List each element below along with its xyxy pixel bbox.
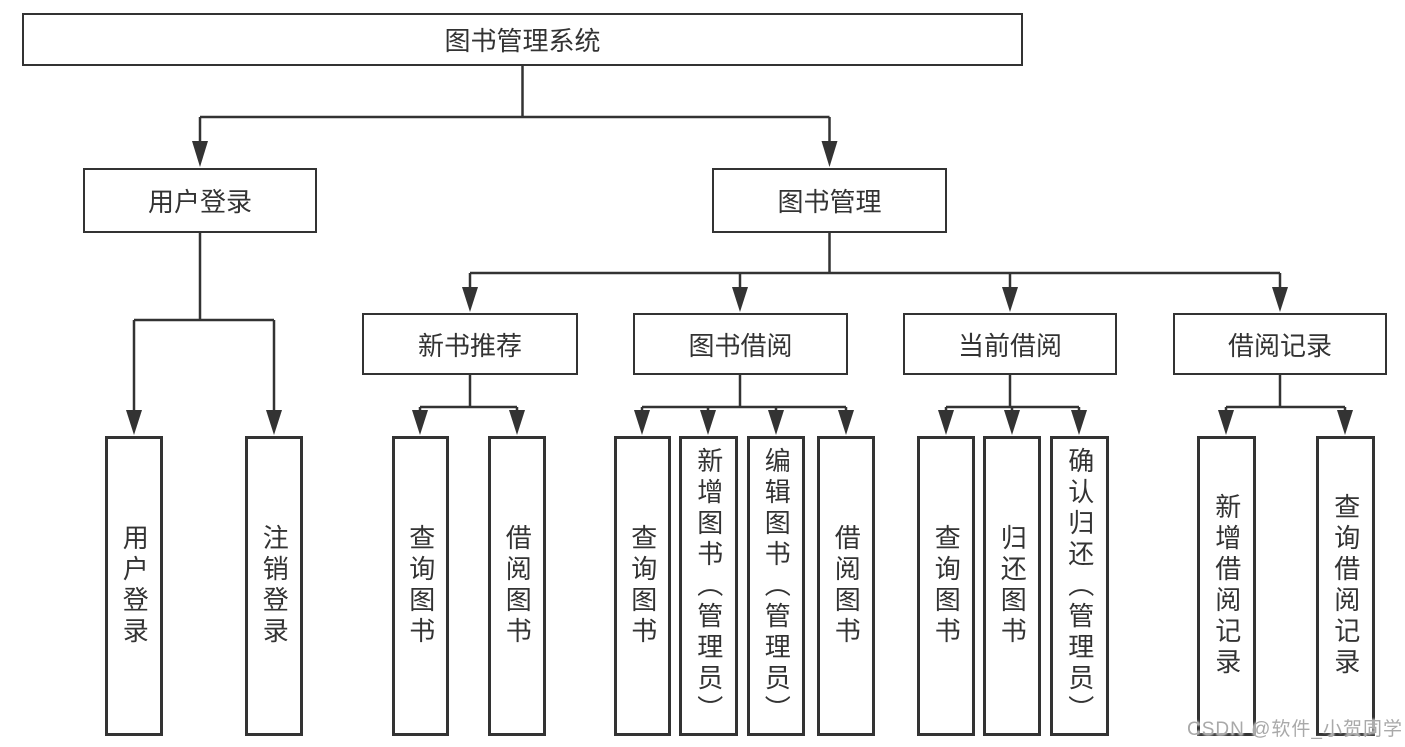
node-book-borrow: 图书借阅 xyxy=(633,313,848,375)
leaf-user-login: 用户登录 xyxy=(105,436,163,736)
leaf-label: 归还图书 xyxy=(997,524,1028,648)
leaf-label: 用户登录 xyxy=(119,524,150,648)
leaf-return-books: 归还图书 xyxy=(983,436,1041,736)
leaf-label: 查询图书 xyxy=(627,524,658,648)
leaf-add-borrow-record: 新增借阅记录 xyxy=(1197,436,1256,736)
csdn-watermark: CSDN @软件_小贺同学 xyxy=(1187,719,1403,740)
leaf-label: 编辑图书（管理员） xyxy=(761,446,792,726)
node-label: 新书推荐 xyxy=(417,330,522,361)
leaf-query-borrow-record: 查询借阅记录 xyxy=(1316,436,1375,736)
leaf-label: 借阅图书 xyxy=(831,524,862,648)
leaf-logout: 注销登录 xyxy=(245,436,303,736)
leaf-label: 借阅图书 xyxy=(502,524,533,648)
node-user-login-branch: 用户登录 xyxy=(83,168,317,233)
node-label: 借阅记录 xyxy=(1227,330,1332,361)
node-label: 图书管理 xyxy=(777,187,882,217)
node-current-borrow: 当前借阅 xyxy=(903,313,1117,375)
leaf-label: 查询图书 xyxy=(405,524,436,648)
leaf-query-books-recommend: 查询图书 xyxy=(392,436,449,736)
node-label: 用户登录 xyxy=(147,187,252,217)
leaf-query-books-borrow: 查询图书 xyxy=(614,436,671,736)
node-borrow-records: 借阅记录 xyxy=(1173,313,1387,375)
leaf-query-books-current: 查询图书 xyxy=(917,436,975,736)
node-label: 图书借阅 xyxy=(688,330,793,361)
node-label: 当前借阅 xyxy=(957,330,1062,361)
leaf-label: 确认归还（管理员） xyxy=(1064,446,1095,726)
node-root-system: 图书管理系统 xyxy=(22,13,1023,66)
leaf-label: 查询图书 xyxy=(931,524,962,648)
leaf-label: 注销登录 xyxy=(259,524,290,648)
arrowheads xyxy=(126,141,1353,435)
leaf-label: 新增借阅记录 xyxy=(1211,493,1242,679)
leaf-edit-books-admin: 编辑图书（管理员） xyxy=(747,436,805,736)
leaf-borrow-books: 借阅图书 xyxy=(817,436,875,736)
leaf-label: 查询借阅记录 xyxy=(1330,493,1361,679)
leaf-add-books-admin: 新增图书（管理员） xyxy=(679,436,738,736)
leaf-confirm-return-admin: 确认归还（管理员） xyxy=(1050,436,1109,736)
leaf-borrow-books-recommend: 借阅图书 xyxy=(488,436,546,736)
node-new-book-recommend: 新书推荐 xyxy=(362,313,578,375)
leaf-label: 新增图书（管理员） xyxy=(693,446,724,726)
node-root-label: 图书管理系统 xyxy=(444,26,601,56)
node-book-management-branch: 图书管理 xyxy=(712,168,947,233)
